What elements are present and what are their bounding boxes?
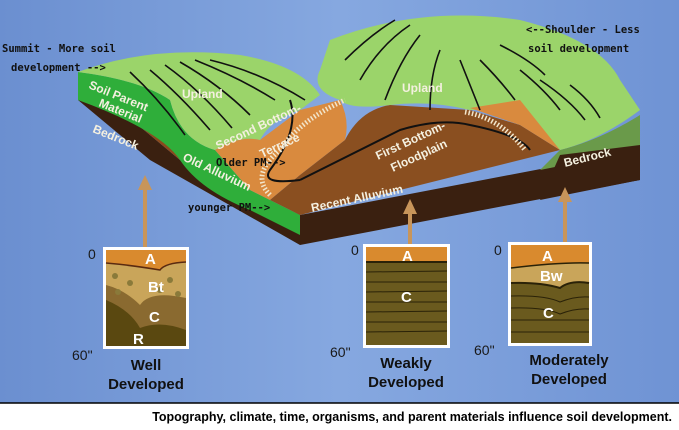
caption-background <box>0 403 679 430</box>
terrace-right <box>470 100 560 150</box>
profile-caption-1: Moderately <box>529 352 609 369</box>
horizon-c: C <box>401 289 412 306</box>
depth-bottom: 60" <box>474 342 495 358</box>
depth-bottom: 60" <box>330 344 351 360</box>
depth-bottom: 60" <box>72 347 93 363</box>
profile-caption-1: Weakly <box>380 355 432 372</box>
horizon-a: A <box>145 251 156 268</box>
horizon-c: C <box>149 309 160 326</box>
strata-lines <box>365 261 448 333</box>
horizon-a: A <box>402 248 413 265</box>
profile-caption-2: Developed <box>368 374 444 391</box>
summit-annotation-2: development --> <box>11 62 106 74</box>
arrow-up-icon <box>558 187 572 202</box>
horizon-a: A <box>542 248 553 265</box>
figure-caption: Topography, climate, time, organisms, an… <box>152 410 672 424</box>
first-bottom-floodplain <box>270 105 560 215</box>
horizon-bt: Bt <box>148 279 164 296</box>
terrace-scarp <box>259 97 347 197</box>
arrow-up-icon <box>138 175 152 190</box>
depth-top: 0 <box>351 242 359 258</box>
bedrock-front-face <box>78 75 640 245</box>
upland-right-label: Upland <box>402 81 443 95</box>
terrace-scarp-right <box>464 109 527 152</box>
profile-caption-2: Developed <box>531 371 607 388</box>
horizon-r: R <box>133 331 144 348</box>
depth-top: 0 <box>88 246 96 262</box>
floodplain-boundary <box>299 121 531 181</box>
upland-left-label: Upland <box>182 87 223 101</box>
upland-right-surface <box>317 15 640 150</box>
right-bedrock-face <box>540 145 640 200</box>
depth-top: 0 <box>494 242 502 258</box>
older-pm-annotation: Older PM--> <box>216 157 286 169</box>
landscape-block <box>78 15 640 245</box>
profile-weakly-developed: A C 0 60" Weakly Developed <box>330 242 450 391</box>
horizon-c: C <box>543 305 554 322</box>
horizon-bw: Bw <box>540 268 563 285</box>
parent-material-face <box>78 72 300 235</box>
arrow-moderately <box>563 198 567 243</box>
strata-lines <box>510 262 590 333</box>
summit-annotation-1: Summit - More soil <box>2 43 116 55</box>
shoulder-annotation-1: <--Shoulder - Less <box>526 24 640 36</box>
arrow-up-icon <box>403 199 417 214</box>
younger-pm-annotation: younger PM--> <box>188 202 270 214</box>
profile-caption-2: Developed <box>108 376 184 393</box>
profile-moderately-developed: A Bw C 0 60" Moderately Developed <box>474 242 609 388</box>
slope-lines <box>129 19 601 136</box>
river-channel <box>267 99 301 183</box>
profile-well-developed: A Bt C R 0 60" Well Developed <box>72 246 189 393</box>
arrow-weakly <box>408 210 412 244</box>
shoulder-annotation-2: soil development <box>528 43 629 55</box>
arrow-well <box>143 185 147 248</box>
profile-caption-1: Well <box>131 357 162 374</box>
profile-arrows <box>138 175 572 248</box>
